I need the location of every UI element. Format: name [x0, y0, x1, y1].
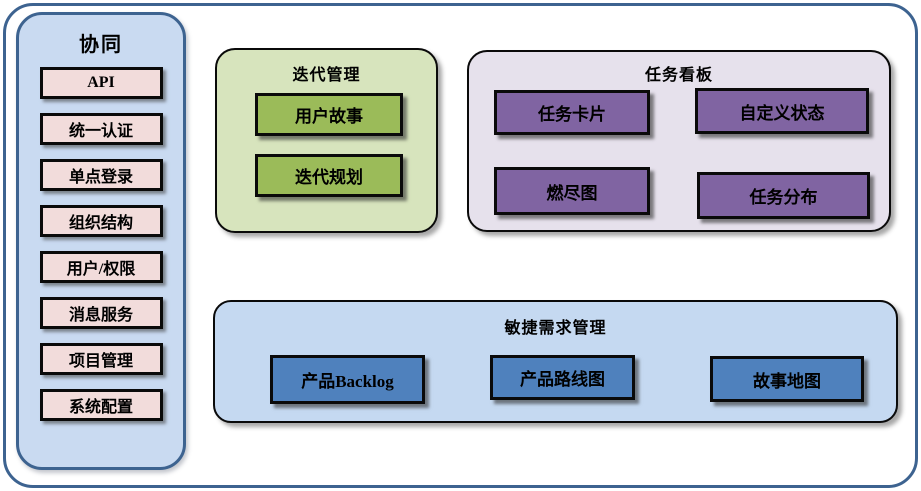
- sidebar-item-project-management: 项目管理: [39, 343, 163, 375]
- sidebar-item-message-service: 消息服务: [39, 297, 163, 329]
- item-story-map: 故事地图: [710, 356, 864, 402]
- sidebar-item-single-sign-on: 单点登录: [39, 159, 163, 191]
- item-burndown-chart: 燃尽图: [494, 167, 650, 215]
- item-task-card: 任务卡片: [494, 90, 650, 135]
- sidebar-title: 协同: [79, 34, 123, 56]
- sidebar-item-unified-auth: 统一认证: [39, 113, 163, 145]
- item-user-story: 用户故事: [255, 93, 403, 136]
- sidebar-collaboration-group: 协同 API 统一认证 单点登录 组织结构 用户/权限 消息服务 项目管理 系统…: [16, 12, 186, 470]
- sidebar-item-api: API: [39, 67, 163, 99]
- sidebar-item-user-permissions: 用户/权限: [39, 251, 163, 283]
- panel-agile-requirements: 敏捷需求管理 产品Backlog 产品路线图 故事地图: [213, 300, 898, 423]
- panel-iteration-title: 迭代管理: [292, 67, 361, 84]
- item-product-backlog: 产品Backlog: [270, 355, 425, 404]
- panel-task-board: 任务看板 任务卡片 自定义状态 燃尽图 任务分布: [467, 50, 891, 232]
- panel-iteration-management: 迭代管理 用户故事 迭代规划: [215, 48, 438, 233]
- item-iteration-planning: 迭代规划: [255, 154, 403, 197]
- panel-task-board-title: 任务看板: [644, 67, 713, 84]
- sidebar-item-org-structure: 组织结构: [39, 205, 163, 237]
- panel-agile-title: 敏捷需求管理: [504, 320, 607, 337]
- item-custom-status: 自定义状态: [695, 88, 869, 134]
- item-product-roadmap: 产品路线图: [490, 355, 635, 400]
- sidebar-item-system-config: 系统配置: [39, 389, 163, 421]
- sidebar-items: API 统一认证 单点登录 组织结构 用户/权限 消息服务 项目管理 系统配置: [19, 67, 183, 421]
- item-task-distribution: 任务分布: [697, 172, 870, 219]
